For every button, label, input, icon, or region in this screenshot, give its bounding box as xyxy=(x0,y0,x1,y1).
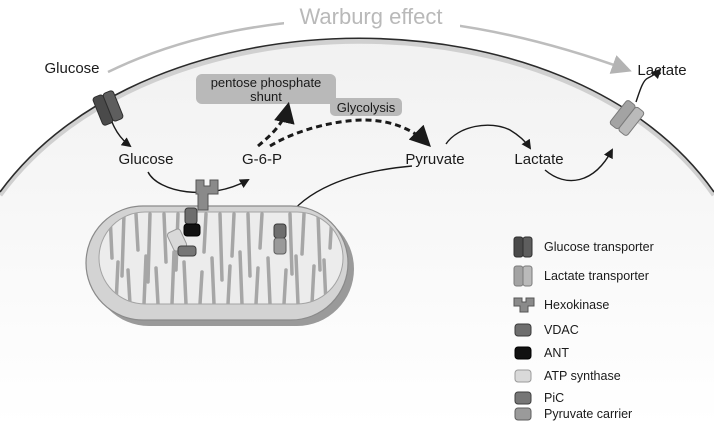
title: Warburg effect xyxy=(299,4,442,29)
ant-icon xyxy=(514,346,532,360)
mitochondrion xyxy=(85,205,354,326)
legend-label: Hexokinase xyxy=(544,298,609,312)
pyruvate-carrier xyxy=(273,237,287,255)
glycolysis-label: Glycolysis xyxy=(337,100,396,115)
glucose-inside-label: Glucose xyxy=(118,151,173,168)
vdac-right xyxy=(273,223,287,239)
hexokinase xyxy=(195,179,219,211)
glucose-transporter xyxy=(92,90,124,126)
lactate-inside-label: Lactate xyxy=(514,151,563,168)
hexokinase-icon xyxy=(513,297,535,313)
atp-synthase-icon xyxy=(514,369,532,383)
glucose-outside-label: Glucose xyxy=(44,60,99,77)
pentose-label-line2: shunt xyxy=(250,89,282,104)
ant-left xyxy=(183,223,201,237)
lactate-transporter xyxy=(609,100,645,136)
arrow-pyruvate-lactate xyxy=(445,124,532,150)
arrow-lactate-out xyxy=(635,68,662,103)
arrow-glucose-g6p xyxy=(147,171,250,194)
legend-label: VDAC xyxy=(544,323,579,337)
vdac-icon xyxy=(514,323,532,337)
pentose-phosphate-box: pentose phosphate shunt xyxy=(196,74,336,104)
legend-label: PiC xyxy=(544,391,564,405)
legend-label: ATP synthase xyxy=(544,369,621,383)
pic-icon xyxy=(514,391,532,405)
arrow-lactate-transporter xyxy=(544,148,613,182)
pyruvate-carrier-icon xyxy=(514,407,532,421)
lactate-outside-label: Lactate xyxy=(637,62,686,79)
vdac-left xyxy=(184,207,198,225)
glucose-transporter-icon xyxy=(513,236,533,258)
glycolysis-box: Glycolysis xyxy=(330,98,402,116)
legend-label: ANT xyxy=(544,346,569,360)
legend-label: Lactate transporter xyxy=(544,269,649,283)
arrow-pentose-shunt xyxy=(257,101,295,148)
legend: Glucose transporter Lactate transporter … xyxy=(513,236,654,421)
pyruvate-label: Pyruvate xyxy=(405,151,464,168)
lactate-transporter-icon xyxy=(513,265,533,287)
pentose-label-line1: pentose phosphate xyxy=(211,75,322,90)
g6p-label: G-6-P xyxy=(242,151,282,168)
legend-label: Glucose transporter xyxy=(544,240,654,254)
arrow-glucose-in xyxy=(111,121,132,148)
pic-left xyxy=(177,245,197,257)
legend-label: Pyruvate carrier xyxy=(544,407,632,421)
